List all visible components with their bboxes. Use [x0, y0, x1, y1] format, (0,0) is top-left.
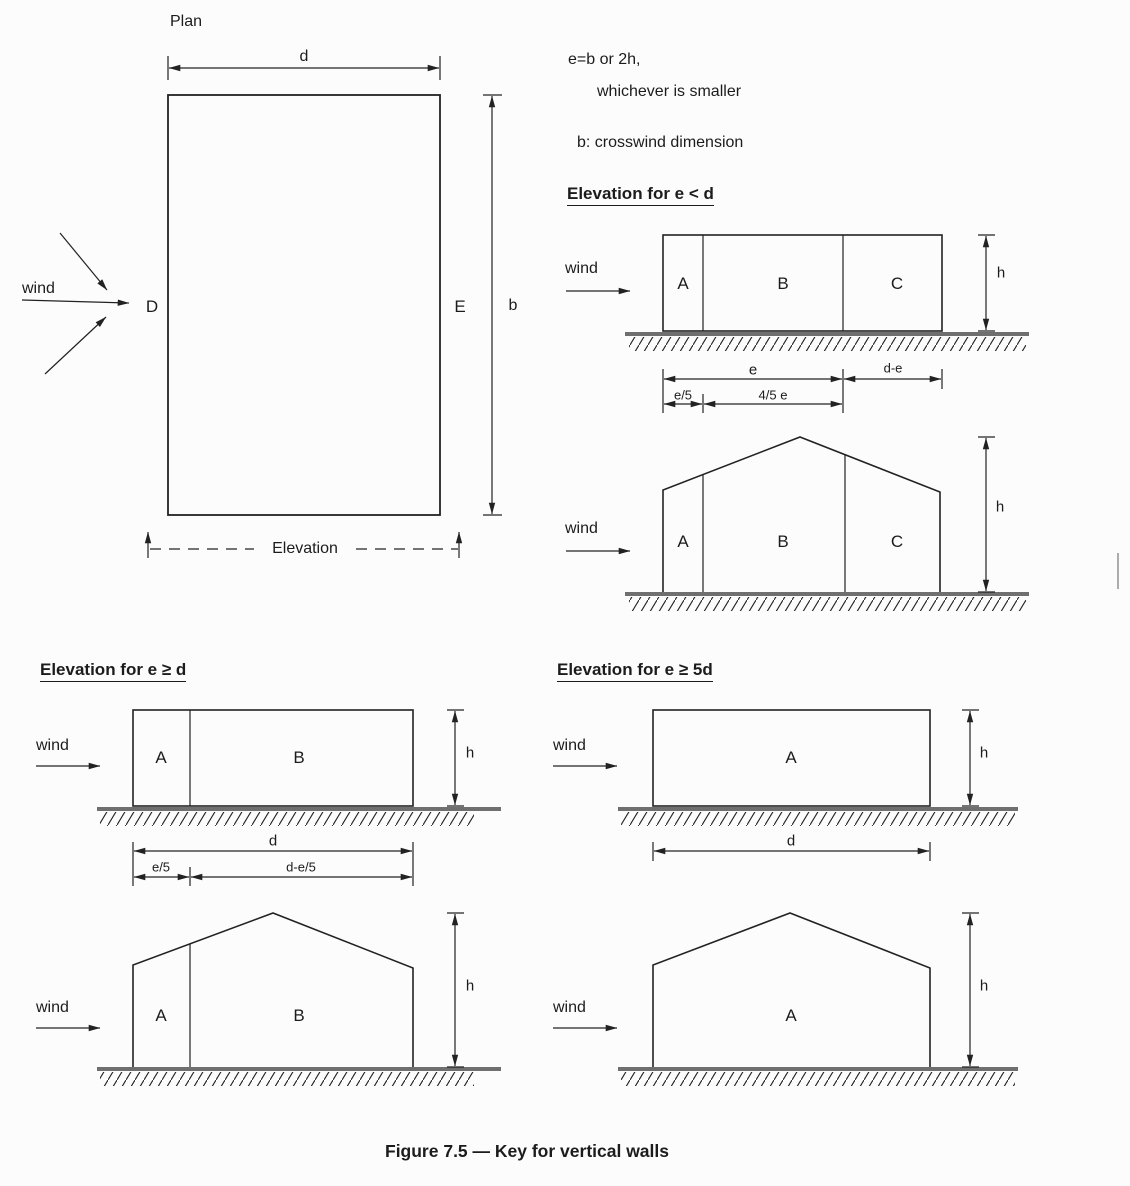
figure-caption: Figure 7.5 — Key for vertical walls	[385, 1140, 669, 1161]
wind-label-e-ge-5d-pitched: wind	[553, 999, 586, 1016]
dim-e5-label: e/5	[151, 859, 171, 875]
zone-b-label: B	[777, 532, 789, 552]
plan-dim-d-label: d	[299, 47, 309, 65]
plan-building-outline	[167, 94, 441, 516]
wind-label-e-ge-d-flat: wind	[36, 737, 69, 754]
elevation-e-ge-d-pitched	[36, 912, 501, 1086]
elevation-e-lt-d-pitched	[566, 436, 1029, 611]
zone-c-label: C	[890, 274, 904, 294]
building-outline	[652, 912, 931, 1067]
dim-e5-label: e/5	[673, 387, 693, 403]
dim-45e-label: 4/5 e	[758, 387, 788, 403]
elevation-e-ge-d-flat	[36, 709, 501, 886]
note-e-rule-line1: e=b or 2h,	[568, 51, 641, 68]
dim-e-label: e	[748, 361, 758, 379]
plan-wind-arrow-upper	[59, 232, 108, 291]
dim-d-label: d	[268, 832, 278, 850]
heading-e-ge-5d: Elevation for e ≥ 5d	[557, 660, 713, 682]
zone-a-label: A	[785, 1006, 797, 1026]
zone-b-label: B	[777, 274, 789, 294]
heading-e-lt-d: Elevation for e < d	[567, 184, 714, 206]
ground-hatch	[100, 812, 474, 826]
wind-label-e-lt-d-flat: wind	[565, 260, 598, 277]
note-e-rule-line2: whichever is smaller	[597, 83, 742, 100]
zone-b-label: B	[293, 1006, 305, 1026]
zone-a-label: A	[155, 748, 167, 768]
zone-a-label: A	[785, 748, 797, 768]
building-outline	[132, 709, 414, 807]
dim-h-label: h	[995, 498, 1005, 516]
plan-title: Plan	[170, 13, 203, 30]
dim-h-label: h	[979, 977, 989, 995]
dim-d-e5-label: d-e/5	[286, 859, 316, 875]
building-outline	[132, 912, 414, 1067]
building-outline	[652, 709, 931, 807]
zone-a-label: A	[677, 274, 689, 294]
dim-h-label: h	[979, 744, 989, 762]
plan-wind-arrow-lower	[44, 316, 107, 375]
plan-wind-label: wind	[22, 280, 55, 297]
plan-dim-b-label: b	[508, 296, 518, 314]
ground-hatch	[629, 597, 1026, 611]
elevation-e-ge-5d-pitched	[553, 912, 1018, 1086]
zone-a-label: A	[155, 1006, 167, 1026]
plan-zone-d-label: D	[145, 297, 159, 317]
dim-h-label: h	[465, 744, 475, 762]
dim-d-minus-e-label: d-e	[883, 360, 903, 376]
ground-hatch	[629, 337, 1026, 351]
plan-wind-arrow-middle	[21, 299, 130, 306]
building-outline	[662, 234, 943, 332]
elevation-e-ge-5d-flat	[553, 709, 1018, 861]
wind-label-e-ge-5d-flat: wind	[553, 737, 586, 754]
zone-a-label: A	[677, 532, 689, 552]
zone-b-label: B	[293, 748, 305, 768]
dim-h-label: h	[465, 977, 475, 995]
plan-elevation-label: Elevation	[272, 539, 338, 557]
ground-hatch	[100, 1072, 474, 1086]
zone-c-label: C	[890, 532, 904, 552]
wind-label-e-ge-d-pitched: wind	[36, 999, 69, 1016]
wind-label-e-lt-d-pitched: wind	[565, 520, 598, 537]
ground-hatch	[621, 812, 1015, 826]
heading-e-ge-d: Elevation for e ≥ d	[40, 660, 187, 682]
dim-h-label: h	[996, 264, 1006, 282]
plan-diagram	[21, 56, 502, 558]
plan-zone-e-label: E	[454, 297, 466, 317]
ground-hatch	[621, 1072, 1015, 1086]
note-b-definition: b: crosswind dimension	[577, 134, 744, 151]
dim-d-label: d	[786, 832, 796, 850]
elevation-e-lt-d-flat	[566, 234, 1029, 413]
building-outline	[662, 436, 941, 592]
